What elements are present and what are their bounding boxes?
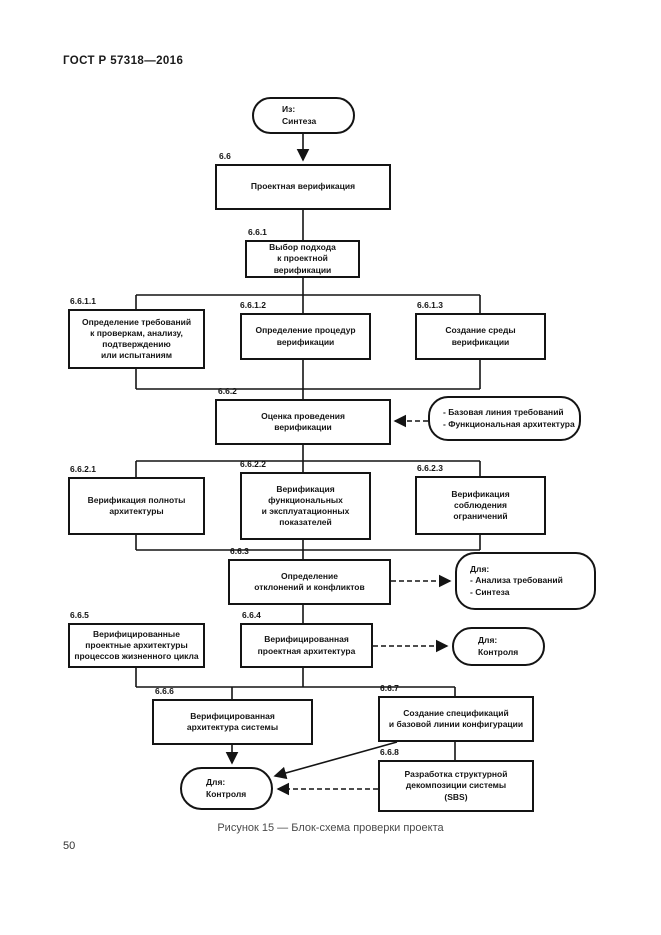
figure-caption: Рисунок 15 — Блок-схема проверки проекта [217, 822, 444, 834]
process-box-design-verification: Проектная верификация [215, 164, 391, 210]
process-box-architecture-completeness: Верификация полноты архитектуры [68, 477, 205, 535]
process-box-verified-design-architecture: Верифицированная проектная архитектура [240, 623, 373, 668]
process-box-environment-creation: Создание среды верификации [415, 313, 546, 360]
step-number-6-6-2-2: 6.6.2.2 [240, 459, 266, 469]
step-number-6-6: 6.6 [219, 151, 231, 161]
process-box-deviations-identification: Определение отклонений и конфликтов [228, 559, 391, 605]
step-number-6-6-2: 6.6.2 [218, 386, 237, 396]
terminator-for-control-right: Для: Контроля [452, 627, 545, 666]
step-number-6-6-8: 6.6.8 [380, 747, 399, 757]
process-box-specifications-baseline: Создание спецификаций и базовой линии ко… [378, 696, 534, 742]
process-box-verified-lifecycle-architectures: Верифицированные проектные архитектуры п… [68, 623, 205, 668]
step-number-6-6-6: 6.6.6 [155, 686, 174, 696]
step-number-6-6-4: 6.6.4 [242, 610, 261, 620]
process-box-procedures-definition: Определение процедур верификации [240, 313, 371, 360]
document-header: ГОСТ Р 57318—2016 [63, 55, 184, 67]
process-box-verified-system-architecture: Верифицированная архитектура системы [152, 699, 313, 745]
step-number-6-6-1-3: 6.6.1.3 [417, 300, 443, 310]
step-number-6-6-3: 6.6.3 [230, 546, 249, 556]
process-box-functional-verification: Верификация функциональных и эксплуатаци… [240, 472, 371, 540]
step-number-6-6-7: 6.6.7 [380, 683, 399, 693]
reference-note-baseline-inputs: - Базовая линия требований - Функциональ… [428, 396, 581, 441]
step-number-6-6-2-1: 6.6.2.1 [70, 464, 96, 474]
process-box-requirements-definition: Определение требований к проверкам, анал… [68, 309, 205, 369]
process-box-constraints-verification: Верификация соблюдения ограничений [415, 476, 546, 535]
process-box-verification-assessment: Оценка проведения верификации [215, 399, 391, 445]
process-box-system-breakdown-structure: Разработка структурной декомпозиции сист… [378, 760, 534, 812]
step-number-6-6-5: 6.6.5 [70, 610, 89, 620]
step-number-6-6-2-3: 6.6.2.3 [417, 463, 443, 473]
step-number-6-6-1: 6.6.1 [248, 227, 267, 237]
process-box-approach-selection: Выбор подхода к проектной верификации [245, 240, 360, 278]
terminator-for-control-bottom: Для: Контроля [180, 767, 273, 810]
page-number: 50 [63, 840, 76, 852]
step-number-6-6-1-1: 6.6.1.1 [70, 296, 96, 306]
step-number-6-6-1-2: 6.6.1.2 [240, 300, 266, 310]
start-terminator-from-synthesis: Из: Синтеза [252, 97, 355, 134]
reference-note-for-analysis: Для: - Анализа требований - Синтеза [455, 552, 596, 610]
